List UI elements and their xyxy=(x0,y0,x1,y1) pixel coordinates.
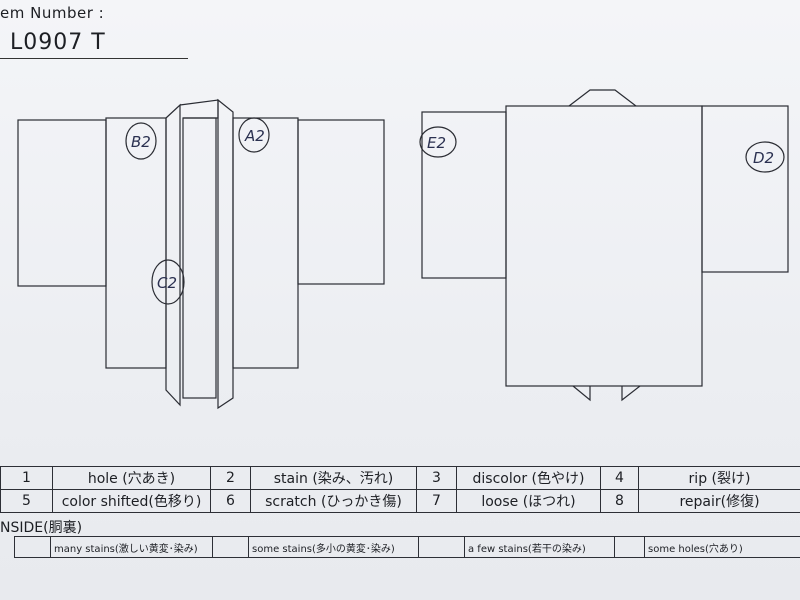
inside-checkbox-some-holes[interactable] xyxy=(614,536,645,558)
legend-label: rip (裂け) xyxy=(638,466,800,490)
front-right-sleeve xyxy=(297,119,385,285)
back-hem-right xyxy=(621,385,641,402)
item-number-label: em Number : xyxy=(0,4,105,22)
annotation-a2: A2 xyxy=(244,127,265,145)
front-center-band xyxy=(182,117,217,399)
annotation-circle-e2 xyxy=(419,126,457,158)
legend-number: 6 xyxy=(210,489,251,513)
inside-option-label: many stains(激しい黄変･染み) xyxy=(50,536,213,558)
annotation-b2: B2 xyxy=(131,133,151,151)
back-collar-top xyxy=(568,89,637,107)
annotation-c2: C2 xyxy=(157,274,177,292)
back-right-sleeve xyxy=(701,105,789,273)
front-view xyxy=(17,98,385,410)
front-left-sleeve xyxy=(17,119,107,287)
item-number-value: L0907 T xyxy=(10,30,106,55)
legend-label: color shifted(色移り) xyxy=(52,489,211,513)
damage-legend-table: 1 hole (穴あき) 2 stain (染み、汚れ) 3 discolor … xyxy=(0,466,800,513)
item-number-underline xyxy=(0,58,188,59)
inside-checkbox-many-stains[interactable] xyxy=(14,536,51,558)
legend-number: 5 xyxy=(0,489,53,513)
back-body xyxy=(505,105,703,387)
front-neck-band xyxy=(179,99,219,119)
front-left-collar xyxy=(165,103,181,407)
inside-section-label: NSIDE(胴裏) xyxy=(0,520,83,536)
legend-label: loose (ほつれ) xyxy=(456,489,601,513)
inside-condition-table: many stains(激しい黄変･染み) some stains(多小の黄変･… xyxy=(14,536,800,558)
legend-label: scratch (ひっかき傷) xyxy=(250,489,417,513)
legend-row: 5 color shifted(色移り) 6 scratch (ひっかき傷) 7… xyxy=(0,489,800,513)
legend-label: repair(修復) xyxy=(638,489,800,513)
back-view xyxy=(419,89,789,402)
legend-row: 1 hole (穴あき) 2 stain (染み、汚れ) 3 discolor … xyxy=(0,466,800,490)
inside-option-label: some stains(多小の黄変･染み) xyxy=(248,536,419,558)
front-left-panel xyxy=(105,117,167,369)
back-hem-left xyxy=(572,385,591,402)
inside-option-label: some holes(穴あり) xyxy=(644,536,800,558)
legend-number: 7 xyxy=(416,489,457,513)
front-right-panel xyxy=(232,117,299,369)
legend-number: 2 xyxy=(210,466,251,490)
legend-number: 8 xyxy=(600,489,639,513)
inside-row: many stains(激しい黄変･染み) some stains(多小の黄変･… xyxy=(14,536,800,558)
annotation-circle-c2 xyxy=(151,259,185,305)
annotation-d2: D2 xyxy=(753,149,774,167)
legend-number: 1 xyxy=(0,466,53,490)
inside-checkbox-few-stains[interactable] xyxy=(418,536,465,558)
legend-number: 3 xyxy=(416,466,457,490)
annotation-e2: E2 xyxy=(427,134,446,152)
legend-number: 4 xyxy=(600,466,639,490)
front-right-collar xyxy=(217,98,234,410)
inside-checkbox-some-stains[interactable] xyxy=(212,536,249,558)
legend-label: discolor (色やけ) xyxy=(456,466,601,490)
annotation-circle-b2 xyxy=(125,122,157,160)
annotation-circle-d2 xyxy=(745,141,785,173)
legend-label: stain (染み、汚れ) xyxy=(250,466,417,490)
annotation-circle-a2 xyxy=(238,117,270,153)
inside-option-label: a few stains(若干の染み) xyxy=(464,536,615,558)
legend-label: hole (穴あき) xyxy=(52,466,211,490)
